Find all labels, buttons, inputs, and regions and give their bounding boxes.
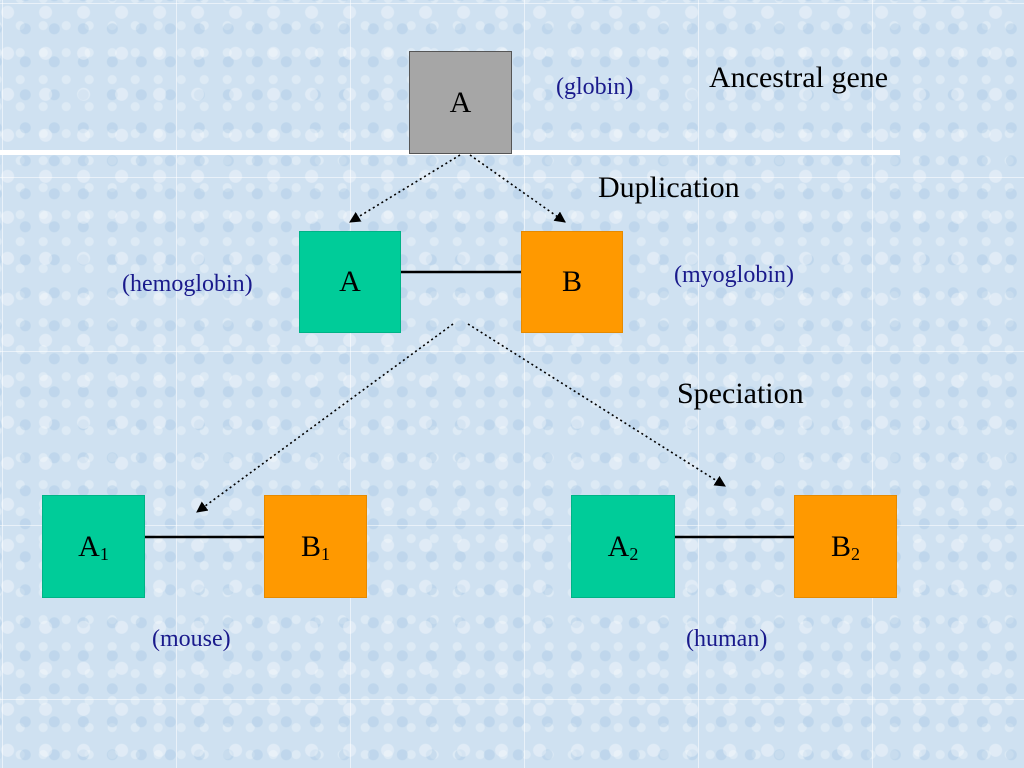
ancestral-gene-label: A — [449, 85, 472, 119]
human-gene-a-subscript: 2 — [629, 543, 639, 564]
ancestral-gene-title: Ancestral gene — [709, 61, 889, 94]
speciation-title: Speciation — [677, 377, 804, 410]
mouse-gene-a-subscript: 1 — [99, 543, 109, 564]
human-gene-b-box: B2 — [794, 495, 897, 598]
human-gene-b-label: B2 — [830, 529, 860, 564]
human-gene-a-label: A2 — [607, 529, 639, 564]
hemoglobin-label: (hemoglobin) — [122, 271, 253, 297]
speciation-arrow-human — [467, 323, 726, 487]
mouse-gene-b-subscript: 1 — [321, 543, 330, 564]
duplication-arrow-right — [469, 154, 566, 223]
human-gene-b-subscript: 2 — [851, 543, 860, 564]
human-gene-a-box: A2 — [571, 495, 675, 598]
ancestral-gene-box: A — [409, 51, 512, 154]
duplication-arrow-left — [349, 154, 461, 223]
mouse-gene-b-box: B1 — [264, 495, 367, 598]
gene-b-box: B — [521, 231, 623, 333]
gene-a-box: A — [299, 231, 401, 333]
mouse-gene-a-label: A1 — [78, 529, 109, 564]
duplication-title: Duplication — [598, 171, 740, 204]
globin-label: (globin) — [556, 74, 634, 100]
gene-b-label: B — [561, 265, 582, 298]
myoglobin-label: (myoglobin) — [674, 262, 794, 288]
gene-a-label: A — [339, 265, 361, 298]
mouse-gene-b-label: B1 — [300, 529, 330, 564]
speciation-arrow-mouse — [196, 323, 454, 513]
mouse-gene-a-box: A1 — [42, 495, 145, 598]
human-label: (human) — [686, 626, 768, 652]
mouse-label: (mouse) — [152, 626, 231, 652]
